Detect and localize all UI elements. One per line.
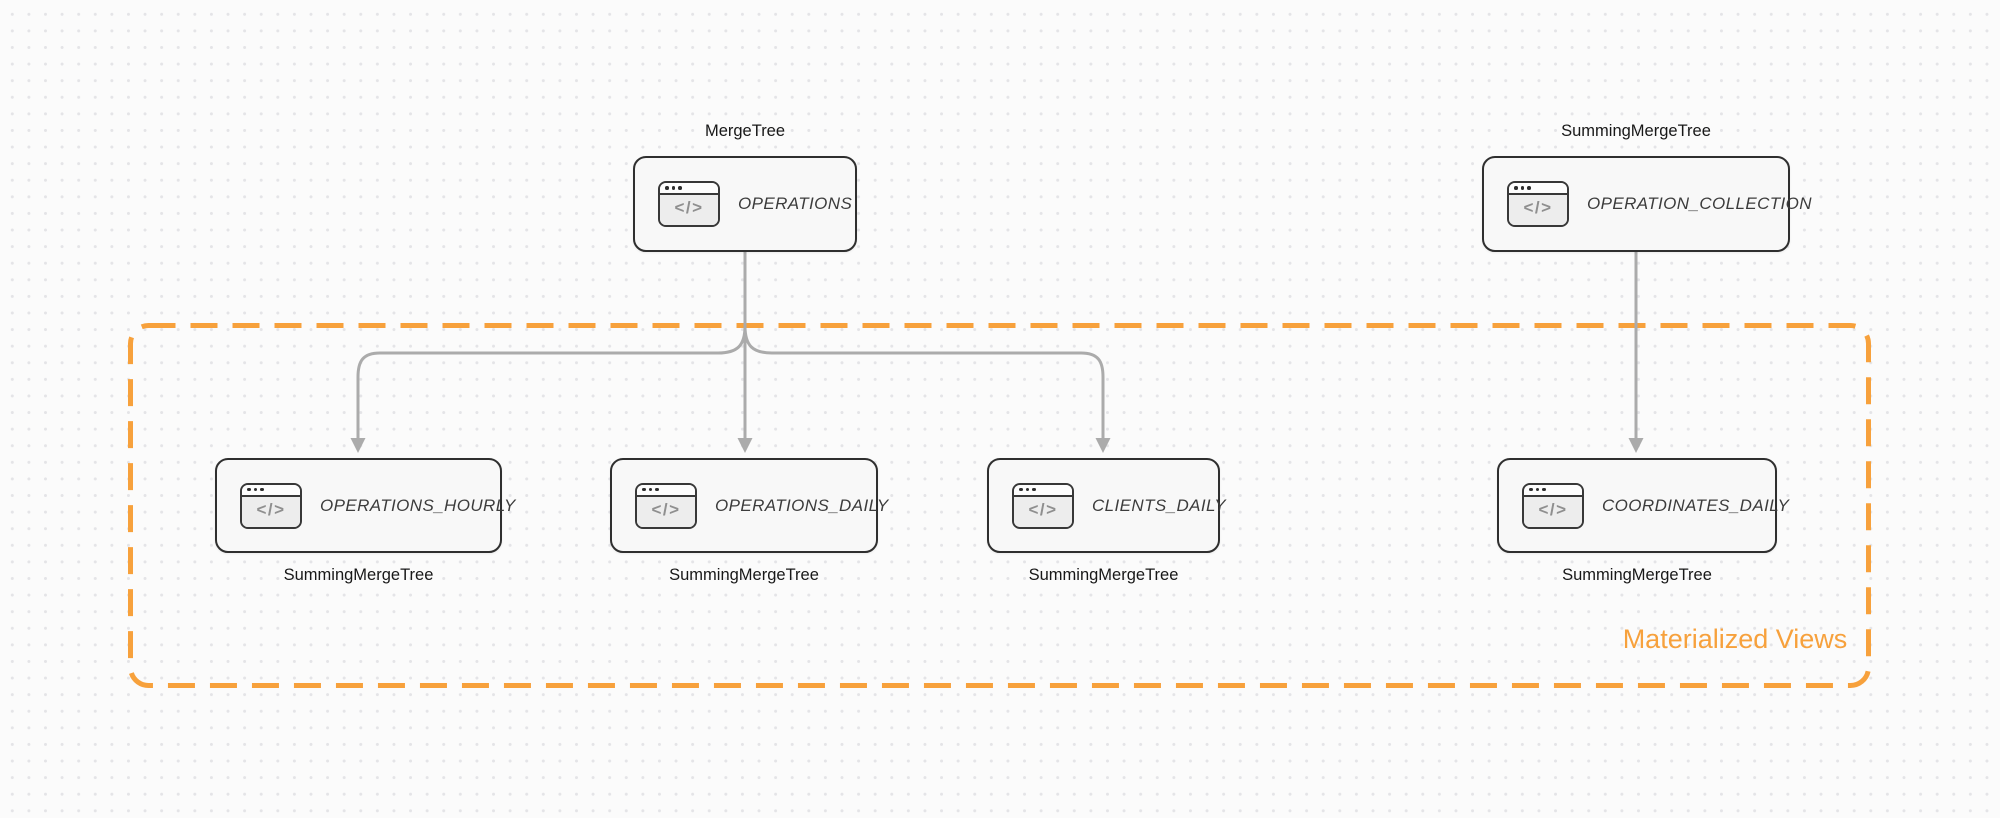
code-window-icon: </> [635,482,697,529]
engine-label: SummingMergeTree [1028,566,1179,584]
node-title: CLIENTS_DAILY [1092,495,1227,515]
code-window-icon: </> [1507,181,1569,227]
node-operations-daily: </> OPERATIONS_DAILY SummingMergeTree [610,458,888,584]
edge-operations-to-clients-daily [743,325,1105,439]
node-clients-daily: </> CLIENTS_DAILY SummingMergeTree [987,458,1226,584]
engine-label: SummingMergeTree [669,566,819,584]
table-node[interactable]: </> COORDINATES_DAILY [1497,458,1789,553]
arrowhead-clients-daily [1095,438,1111,453]
table-node[interactable]: </> OPERATION_COLLECTION [1482,156,1812,252]
table-node[interactable]: </> OPERATIONS_DAILY [610,458,888,553]
engine-label: MergeTree [704,122,786,140]
arrowhead-operations-hourly [350,438,366,453]
code-window-icon: </> [658,181,720,227]
code-window-icon: </> [1012,482,1074,529]
node-title: OPERATION_COLLECTION [1587,194,1812,213]
materialized-views-label: Materialized Views [1622,624,1848,654]
node-coordinates-daily: </> COORDINATES_DAILY SummingMergeTree [1497,458,1789,584]
engine-label: SummingMergeTree [1562,566,1712,584]
node-operations: MergeTree </> OPERATIONS [633,122,857,252]
table-node[interactable]: </> OPERATIONS_HOURLY [215,458,515,553]
engine-label: SummingMergeTree [283,566,434,584]
engine-label: SummingMergeTree [1561,122,1711,140]
node-title: OPERATIONS [738,194,853,213]
code-window-icon: </> [240,482,302,529]
node-title: OPERATIONS_DAILY [715,495,889,515]
arrowhead-operations-daily [737,438,753,453]
node-operation-collection: SummingMergeTree </> OPERATION_COLLECTIO… [1482,122,1812,252]
node-operations-hourly: </> OPERATIONS_HOURLY SummingMergeTree [215,458,515,584]
table-node[interactable]: </> OPERATIONS [633,156,857,252]
node-title: OPERATIONS_HOURLY [320,495,516,515]
node-title: COORDINATES_DAILY [1602,495,1790,515]
table-node[interactable]: </> CLIENTS_DAILY [987,458,1226,553]
code-window-icon: </> [1522,482,1584,529]
edge-operations-to-operations-hourly [356,325,747,439]
arrowhead-coordinates-daily [1628,438,1644,453]
